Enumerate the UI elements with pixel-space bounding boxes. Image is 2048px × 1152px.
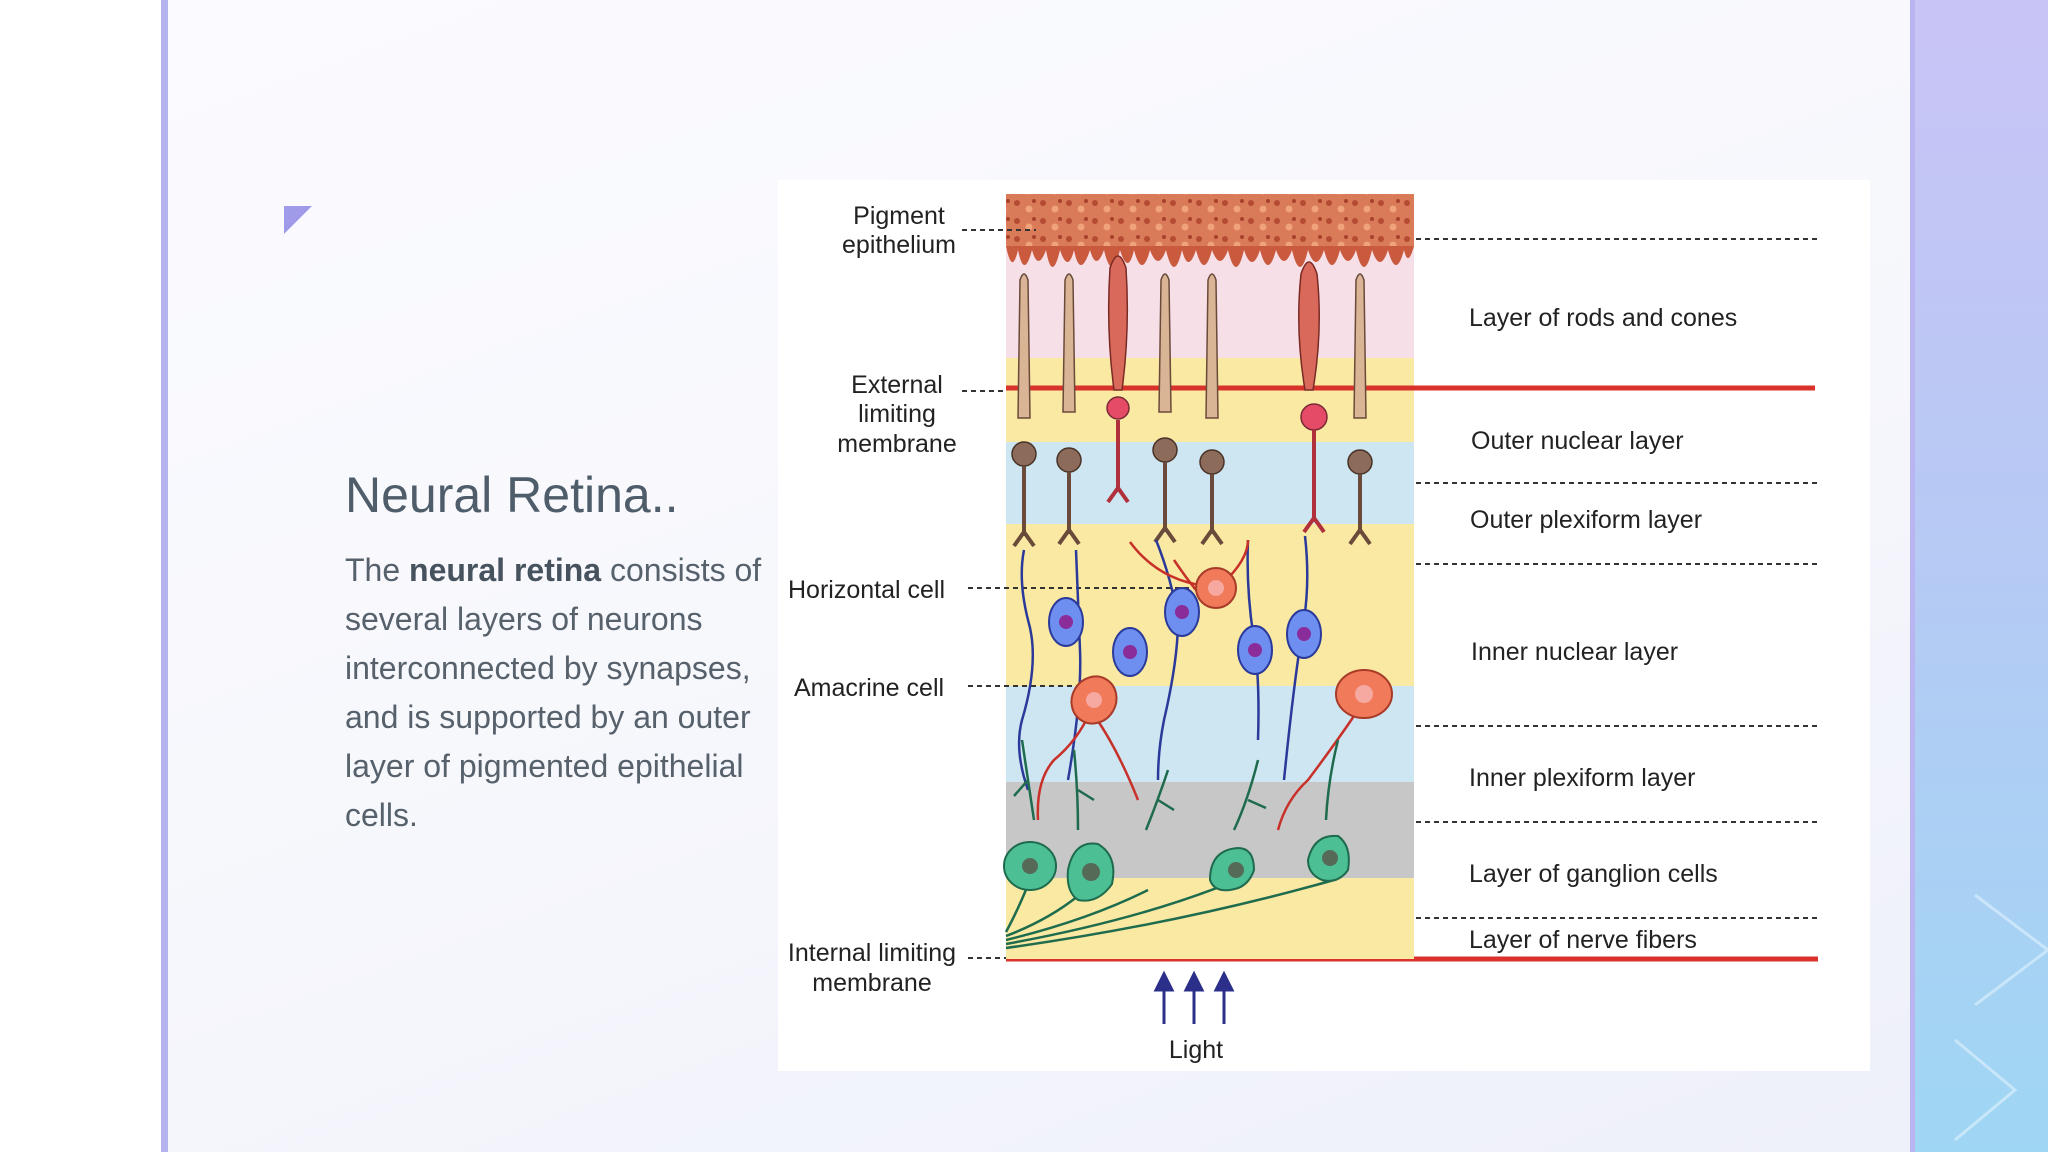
layer-separators — [1416, 238, 1818, 919]
body-rest: consists of several layers of neurons in… — [345, 552, 762, 833]
label-external-3: membrane — [837, 430, 957, 458]
left-accent-bar — [161, 0, 168, 1152]
pigment-fringe — [1006, 246, 1414, 267]
body-bold-term: neural retina — [409, 552, 602, 588]
layer-label: Inner nuclear layer — [1471, 638, 1678, 666]
retina-diagram: Pigment epithelium External limiting mem… — [778, 180, 1870, 1071]
right-decorative-panel — [1915, 0, 2048, 1152]
label-pigment-1: Pigment — [853, 202, 945, 230]
layer-label: Outer nuclear layer — [1471, 427, 1684, 455]
bipolar-cells — [1017, 535, 1322, 791]
label-pigment-2: epithelium — [842, 231, 956, 259]
left-label-leaders — [962, 229, 1210, 959]
photoreceptors — [1011, 255, 1373, 548]
layer-label: Layer of nerve fibers — [1469, 926, 1697, 954]
layer-label: Inner plexiform layer — [1469, 764, 1695, 792]
ganglion-band — [1006, 782, 1414, 878]
left-labels: Pigment epithelium External limiting mem… — [788, 202, 1223, 1064]
light-arrows-icon — [1153, 970, 1235, 1024]
layer-labels: Layer of rods and cones Outer nuclear la… — [1469, 304, 1737, 954]
chevron-decoration-icon — [1954, 893, 2048, 1142]
label-external-2: limiting — [858, 400, 936, 428]
layer-label: Layer of rods and cones — [1469, 304, 1737, 332]
retina-diagram-svg: Pigment epithelium External limiting mem… — [788, 194, 1818, 1064]
label-light: Light — [1169, 1036, 1223, 1064]
label-internal-2: membrane — [812, 969, 932, 997]
right-accent-bar — [1910, 0, 1915, 1152]
slide-body-text: The neural retina consists of several la… — [345, 546, 775, 840]
layer-label: Layer of ganglion cells — [1469, 860, 1718, 888]
label-internal-1: Internal limiting — [788, 939, 956, 967]
layer-label: Outer plexiform layer — [1470, 506, 1702, 534]
label-amacrine-cell: Amacrine cell — [794, 674, 944, 702]
horizontal-amacrine-cells — [1036, 539, 1393, 831]
corner-triangle-icon — [284, 206, 312, 234]
label-external-1: External — [851, 371, 943, 399]
slide-title: Neural Retina.. — [345, 467, 679, 523]
body-prefix: The — [345, 552, 410, 588]
ganglion-cells — [1003, 739, 1350, 950]
pigment-epithelium-band — [1006, 194, 1414, 246]
label-horizontal-cell: Horizontal cell — [788, 576, 945, 604]
